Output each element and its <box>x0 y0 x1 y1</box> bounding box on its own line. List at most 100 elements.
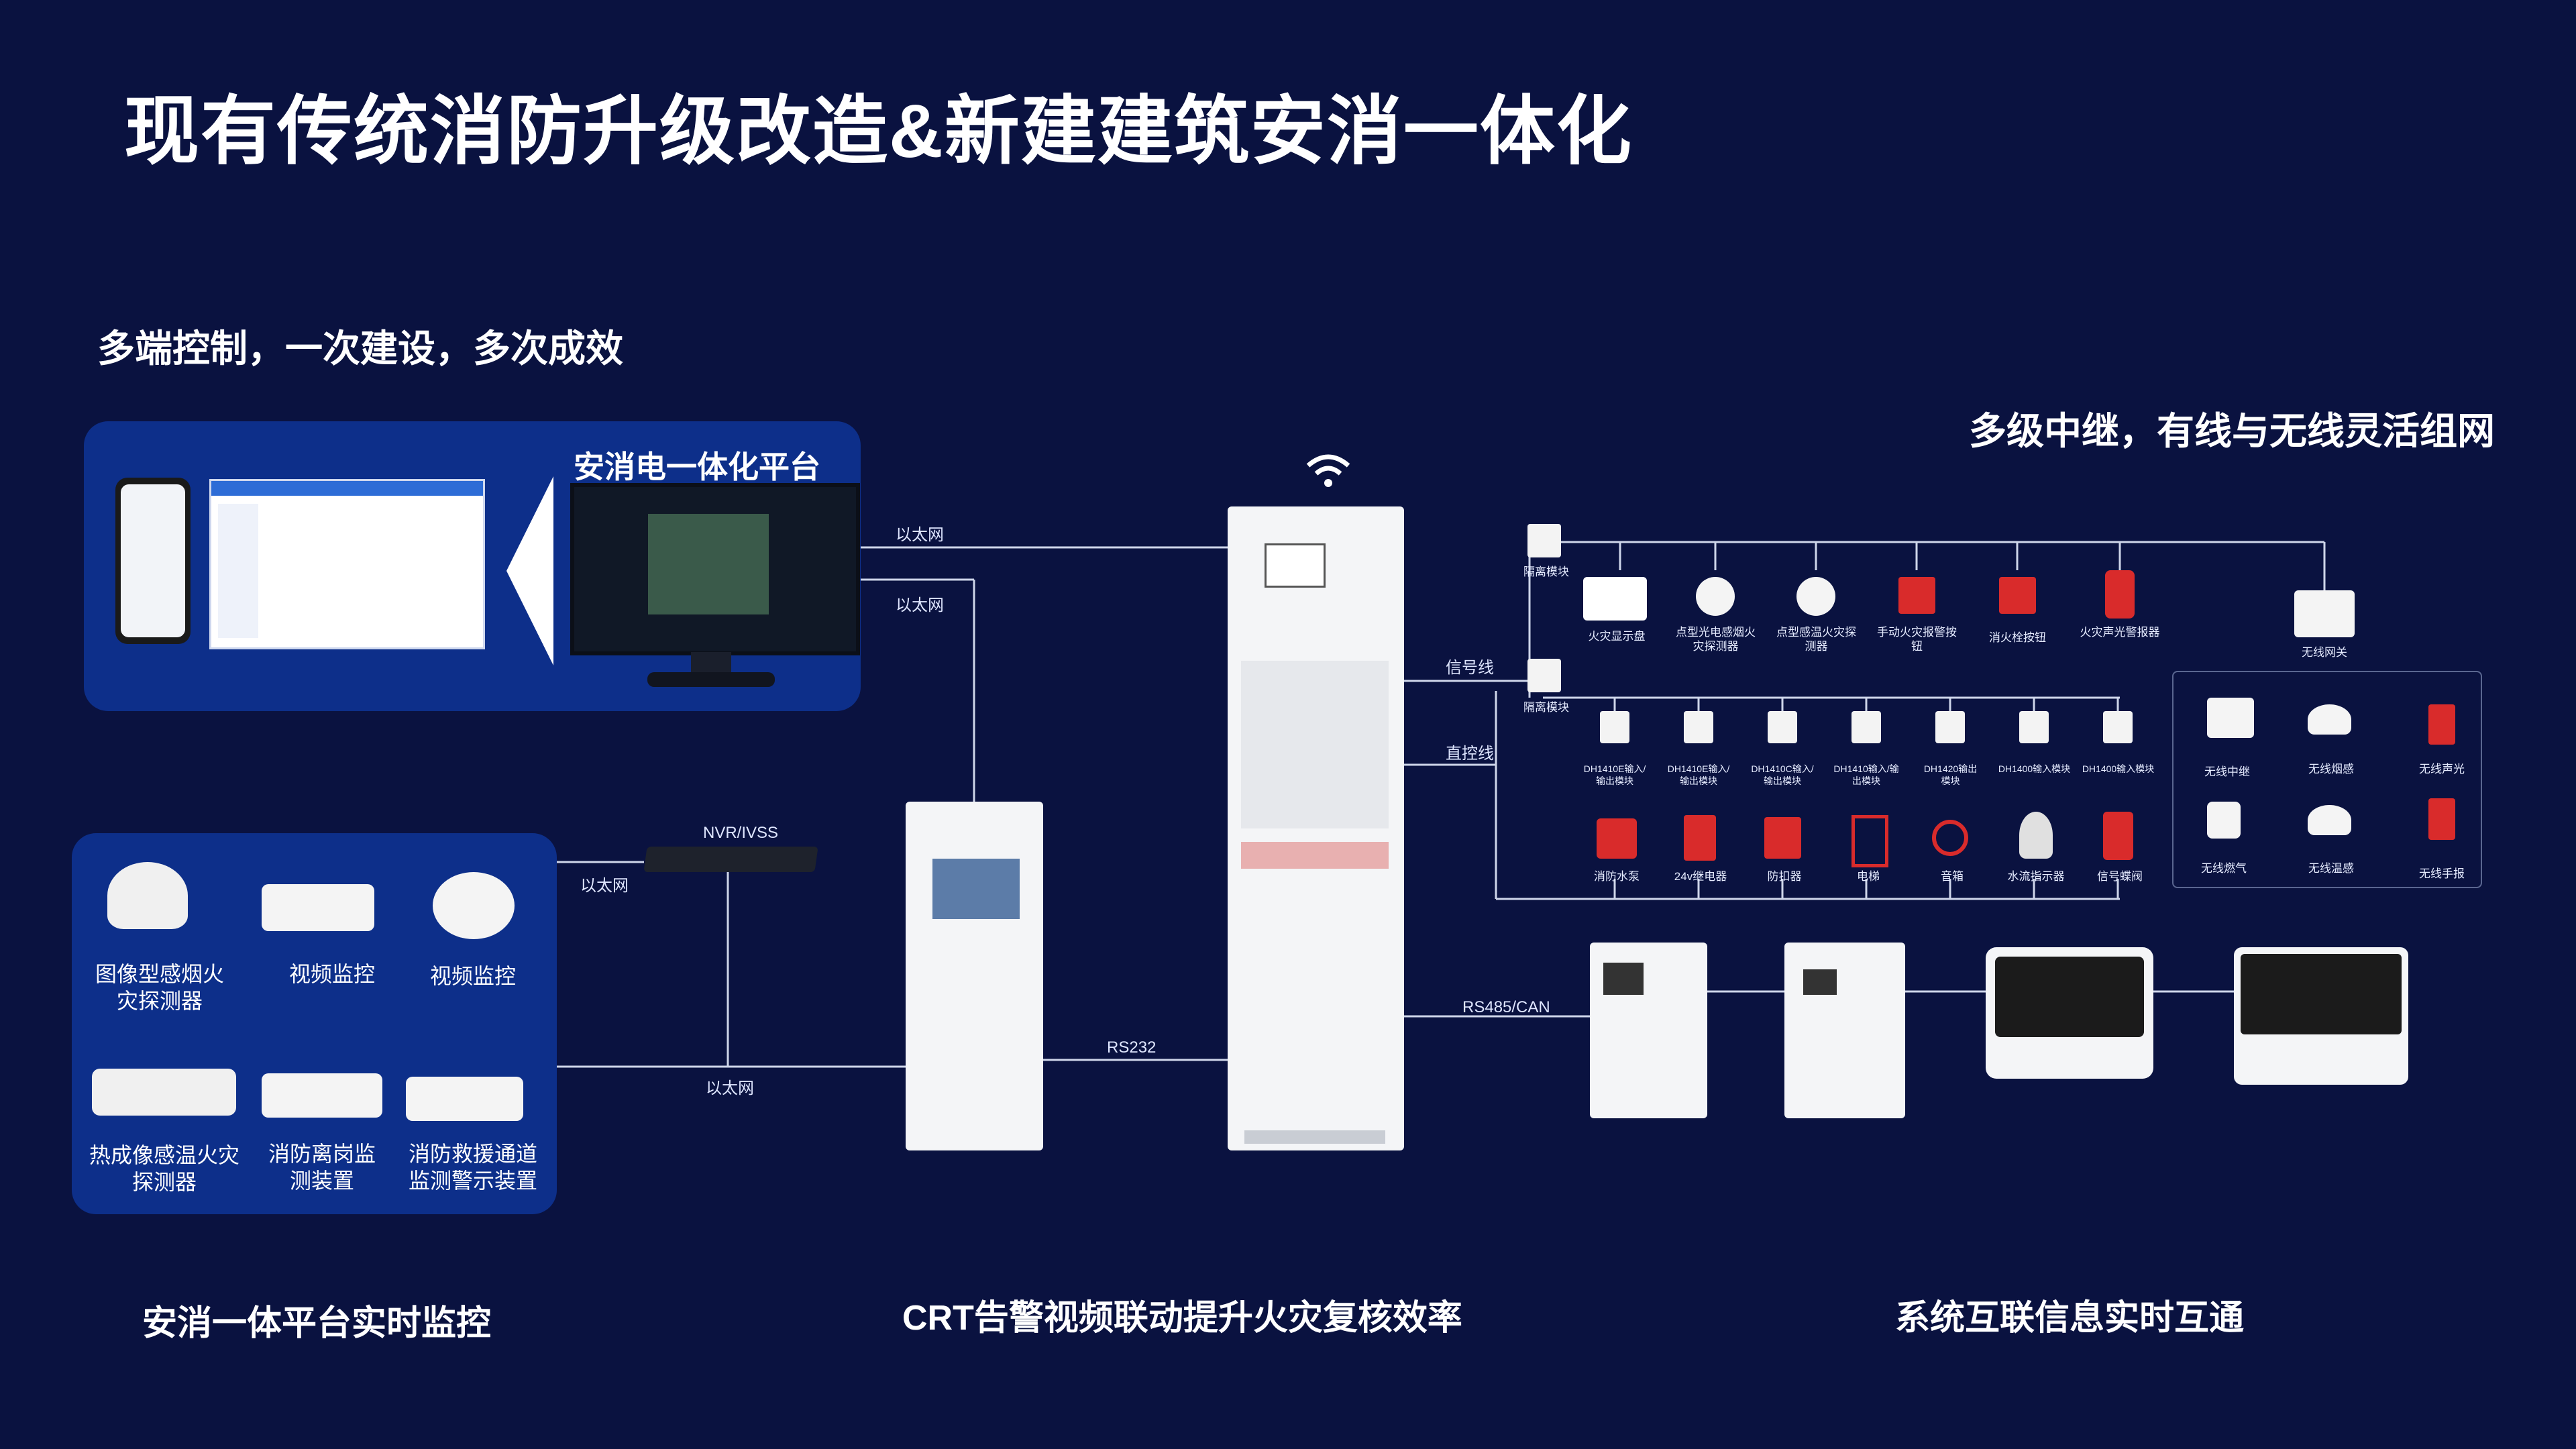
signal-device-label-2: 点型光电感烟火灾探测器 <box>1676 626 1756 653</box>
controlled-label-3: 防扣器 <box>1767 870 1802 883</box>
subtitle-right: 多级中继，有线与无线灵活组网 <box>1969 410 2495 452</box>
rescue-monitor-image <box>406 1077 523 1121</box>
wireless-gas <box>2207 802 2241 839</box>
camera-label-5: 消防离岗监测装置 <box>268 1142 376 1193</box>
module-label-1: DH1410E输入/输出模块 <box>1583 763 1646 786</box>
module-4 <box>1851 711 1881 743</box>
camera-label-3: 视频监控 <box>429 964 516 988</box>
module-label-4: DH1410输入/输出模块 <box>1833 763 1899 786</box>
camera-bullet-image <box>262 884 374 931</box>
platform-label: 安消电一体化平台 <box>574 449 820 484</box>
controlled-label-2: 24v继电器 <box>1674 870 1727 883</box>
wireless-smoke <box>2308 704 2351 735</box>
footer-right: 系统互联信息实时互通 <box>1895 1299 2245 1338</box>
fire-pump <box>1597 818 1637 859</box>
module-6 <box>2019 711 2049 743</box>
smoke-detector-image <box>107 862 188 929</box>
isolation-module-2 <box>1527 659 1561 692</box>
module-label-6: DH1400输入模块 <box>1998 763 2071 774</box>
camera-label-2: 视频监控 <box>288 962 375 986</box>
link-ethernet-2: 以太网 <box>896 596 944 614</box>
module-label-7: DH1400输入模块 <box>2082 763 2155 774</box>
footer-center: CRT告警视频联动提升火灾复核效率 <box>902 1299 1462 1338</box>
heat-sensor <box>1796 577 1835 616</box>
wireless-device-panel <box>2172 671 2482 888</box>
subtitle-left: 多端控制，一次建设，多次成效 <box>97 327 623 370</box>
signal-valve <box>2103 812 2133 860</box>
wireless-label-4: 无线燃气 <box>2201 862 2247 875</box>
camera-dome-image <box>433 872 515 939</box>
link-ethernet-1: 以太网 <box>896 526 944 544</box>
signal-device-label-4: 手动火灾报警按钮 <box>1877 626 1957 653</box>
camera-label-4: 热成像感温火灾探测器 <box>89 1143 239 1194</box>
monitor-base <box>647 672 775 687</box>
wireless-label-3: 无线声光 <box>2419 763 2465 775</box>
arrow-left-icon <box>506 476 553 665</box>
wifi-icon <box>1306 454 1350 487</box>
wireless-gateway-label: 无线网关 <box>2302 646 2347 659</box>
thermal-camera-image <box>92 1069 236 1116</box>
wireless-repeater <box>2207 698 2254 738</box>
wireless-strobe <box>2428 704 2455 745</box>
camera-label-1: 图像型感烟火灾探测器 <box>95 962 224 1013</box>
module-3 <box>1768 711 1797 743</box>
wireless-label-5: 无线温感 <box>2308 862 2354 875</box>
link-rs485: RS485/CAN <box>1462 998 1550 1016</box>
signal-device-label-5: 消火栓按钮 <box>1989 631 2046 644</box>
controlled-label-4: 电梯 <box>1857 870 1880 883</box>
elevator-icon <box>1851 815 1888 867</box>
wireless-label-2: 无线烟感 <box>2308 763 2354 775</box>
isolation-label-1: 隔离模块 <box>1523 566 1569 578</box>
monitor-screen <box>570 483 860 655</box>
wireless-heat <box>2308 805 2351 835</box>
fire-display-panel <box>1583 577 1647 621</box>
link-direct-line: 直控线 <box>1446 745 1494 763</box>
link-signal-line: 信号线 <box>1446 659 1494 677</box>
control-panel-2 <box>1784 943 1905 1118</box>
module-label-5: DH1420输出模块 <box>1923 763 1978 786</box>
smoke-sensor <box>1696 577 1735 616</box>
footer-left: 安消一体平台实时监控 <box>142 1304 492 1343</box>
signal-device-label-3: 点型感温火灾探测器 <box>1776 626 1856 653</box>
module-label-2: DH1410E输入/输出模块 <box>1667 763 1730 786</box>
door-holder <box>1764 817 1801 859</box>
wireless-label-6: 无线手报 <box>2419 867 2465 880</box>
link-nvr: NVR/IVSS <box>703 824 779 842</box>
isolation-module-1 <box>1527 524 1561 557</box>
control-panel-1 <box>1590 943 1707 1118</box>
controlled-label-7: 信号蝶阀 <box>2097 870 2143 883</box>
hydrant-button <box>1999 577 2036 614</box>
water-flow-indicator <box>2019 812 2053 859</box>
phone-icon <box>115 478 191 644</box>
link-ethernet-4: 以太网 <box>706 1079 754 1097</box>
wireless-manual-alarm <box>2428 798 2455 840</box>
wireless-gateway-device <box>2294 590 2355 637</box>
control-panel-3 <box>1986 947 2153 1079</box>
speaker-icon <box>1932 820 1968 856</box>
module-1 <box>1600 711 1629 743</box>
camera-label-6: 消防救援通道监测警示装置 <box>408 1142 537 1193</box>
module-2 <box>1684 711 1713 743</box>
controlled-label-1: 消防水泵 <box>1594 870 1640 883</box>
control-panel-4 <box>2234 947 2408 1085</box>
isolation-label-2: 隔离模块 <box>1523 701 1569 714</box>
signal-device-label-1: 火灾显示盘 <box>1588 630 1646 643</box>
link-rs232: RS232 <box>1107 1038 1157 1057</box>
controlled-label-6: 水流指示器 <box>2007 870 2065 883</box>
module-7 <box>2103 711 2133 743</box>
fire-control-cabinet <box>1228 506 1404 1150</box>
nvr-device <box>643 847 818 872</box>
signal-device-label-6: 火灾声光警报器 <box>2080 626 2160 639</box>
monitor-stand <box>691 652 731 672</box>
page-title: 现有传统消防升级改造&新建建筑安消一体化 <box>124 89 1633 173</box>
controlled-label-5: 音箱 <box>1941 870 1964 883</box>
manual-alarm-button <box>1898 577 1935 614</box>
link-ethernet-3: 以太网 <box>580 877 629 895</box>
web-console-icon <box>209 479 485 649</box>
relay <box>1684 815 1716 861</box>
module-label-3: DH1410C输入/输出模块 <box>1751 763 1814 786</box>
crt-console <box>906 802 1043 1150</box>
strobe-alarm <box>2105 570 2135 619</box>
